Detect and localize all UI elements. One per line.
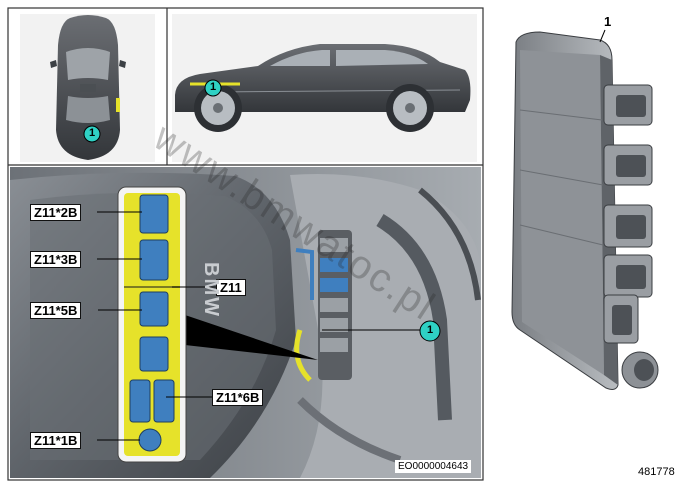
catalog-number: 481778: [638, 466, 675, 478]
callout-number-engine-bay: 1: [426, 324, 434, 336]
label-z11: Z11: [216, 279, 246, 296]
label-z11-5b: Z11*5B: [30, 302, 82, 319]
control-module-illustration: [511, 29, 659, 390]
engine-brand-text: BMW: [200, 262, 222, 318]
label-z11-2b: Z11*2B: [30, 204, 82, 221]
callout-number-side-view: 1: [209, 81, 217, 93]
label-z11-1b: Z11*1B: [30, 432, 82, 449]
callout-number-top-view: 1: [88, 127, 96, 139]
label-z11-3b: Z11*3B: [30, 251, 82, 268]
callout-circle-side-view: [204, 79, 222, 97]
part-number-label: 1: [604, 14, 612, 29]
label-z11-6b: Z11*6B: [212, 389, 264, 406]
diagram-code: EO0000004643: [395, 460, 472, 473]
car-side-view: [172, 14, 477, 162]
engine-bay-view: [10, 167, 481, 479]
callout-circle-top-view: [83, 125, 101, 143]
car-top-view: [20, 14, 155, 162]
callout-circle-engine-bay: [419, 320, 441, 342]
